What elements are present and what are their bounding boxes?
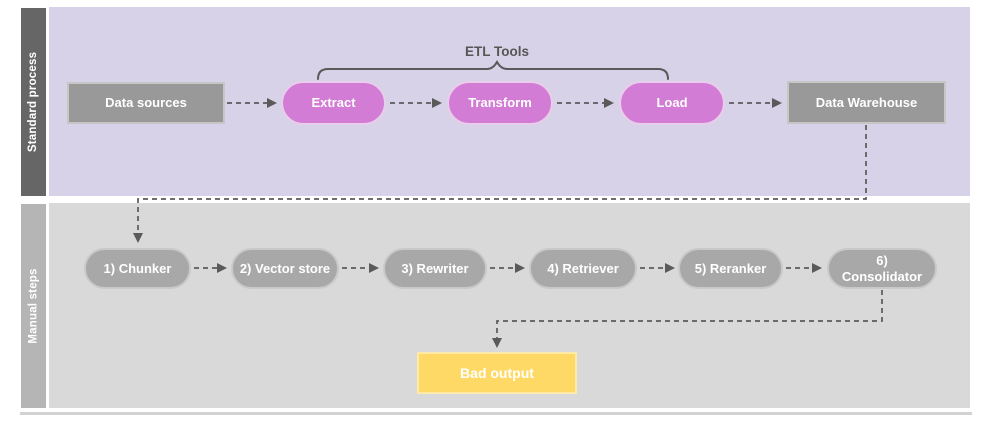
- transform-node: Transform: [447, 81, 553, 125]
- reranker-label: 5) Reranker: [694, 260, 767, 276]
- bottom-separator-line: [20, 412, 972, 415]
- consolidator-node: 6) Consolidator: [827, 248, 937, 289]
- rewriter-label: 3) Rewriter: [401, 260, 469, 276]
- load-label: Load: [656, 95, 688, 111]
- bad-output-label: Bad output: [460, 364, 534, 381]
- retriever-node: 4) Retriever: [529, 248, 637, 289]
- data-sources-node: Data sources: [67, 82, 225, 124]
- chunker-node: 1) Chunker: [84, 248, 191, 289]
- load-node: Load: [619, 81, 725, 125]
- vector-store-label: 2) Vector store: [239, 260, 331, 276]
- etl-tools-brace: [317, 59, 669, 80]
- reranker-node: 5) Reranker: [678, 248, 783, 289]
- extract-label: Extract: [311, 95, 356, 111]
- extract-node: Extract: [281, 81, 386, 125]
- rewriter-node: 3) Rewriter: [383, 248, 487, 289]
- transform-label: Transform: [468, 95, 532, 111]
- data-sources-label: Data sources: [105, 95, 187, 111]
- standard-process-lane-header: Standard process: [21, 8, 46, 196]
- manual-steps-lane-header: Manual steps: [21, 204, 46, 408]
- retriever-label: 4) Retriever: [547, 260, 619, 276]
- etl-tools-group-label: ETL Tools: [465, 44, 529, 59]
- data-warehouse-node: Data Warehouse: [787, 81, 946, 124]
- vector-store-node: 2) Vector store: [231, 248, 339, 289]
- chunker-label: 1) Chunker: [103, 260, 172, 276]
- data-warehouse-label: Data Warehouse: [815, 94, 918, 110]
- consolidator-label: 6) Consolidator: [841, 252, 923, 284]
- bad-output-node: Bad output: [417, 352, 577, 394]
